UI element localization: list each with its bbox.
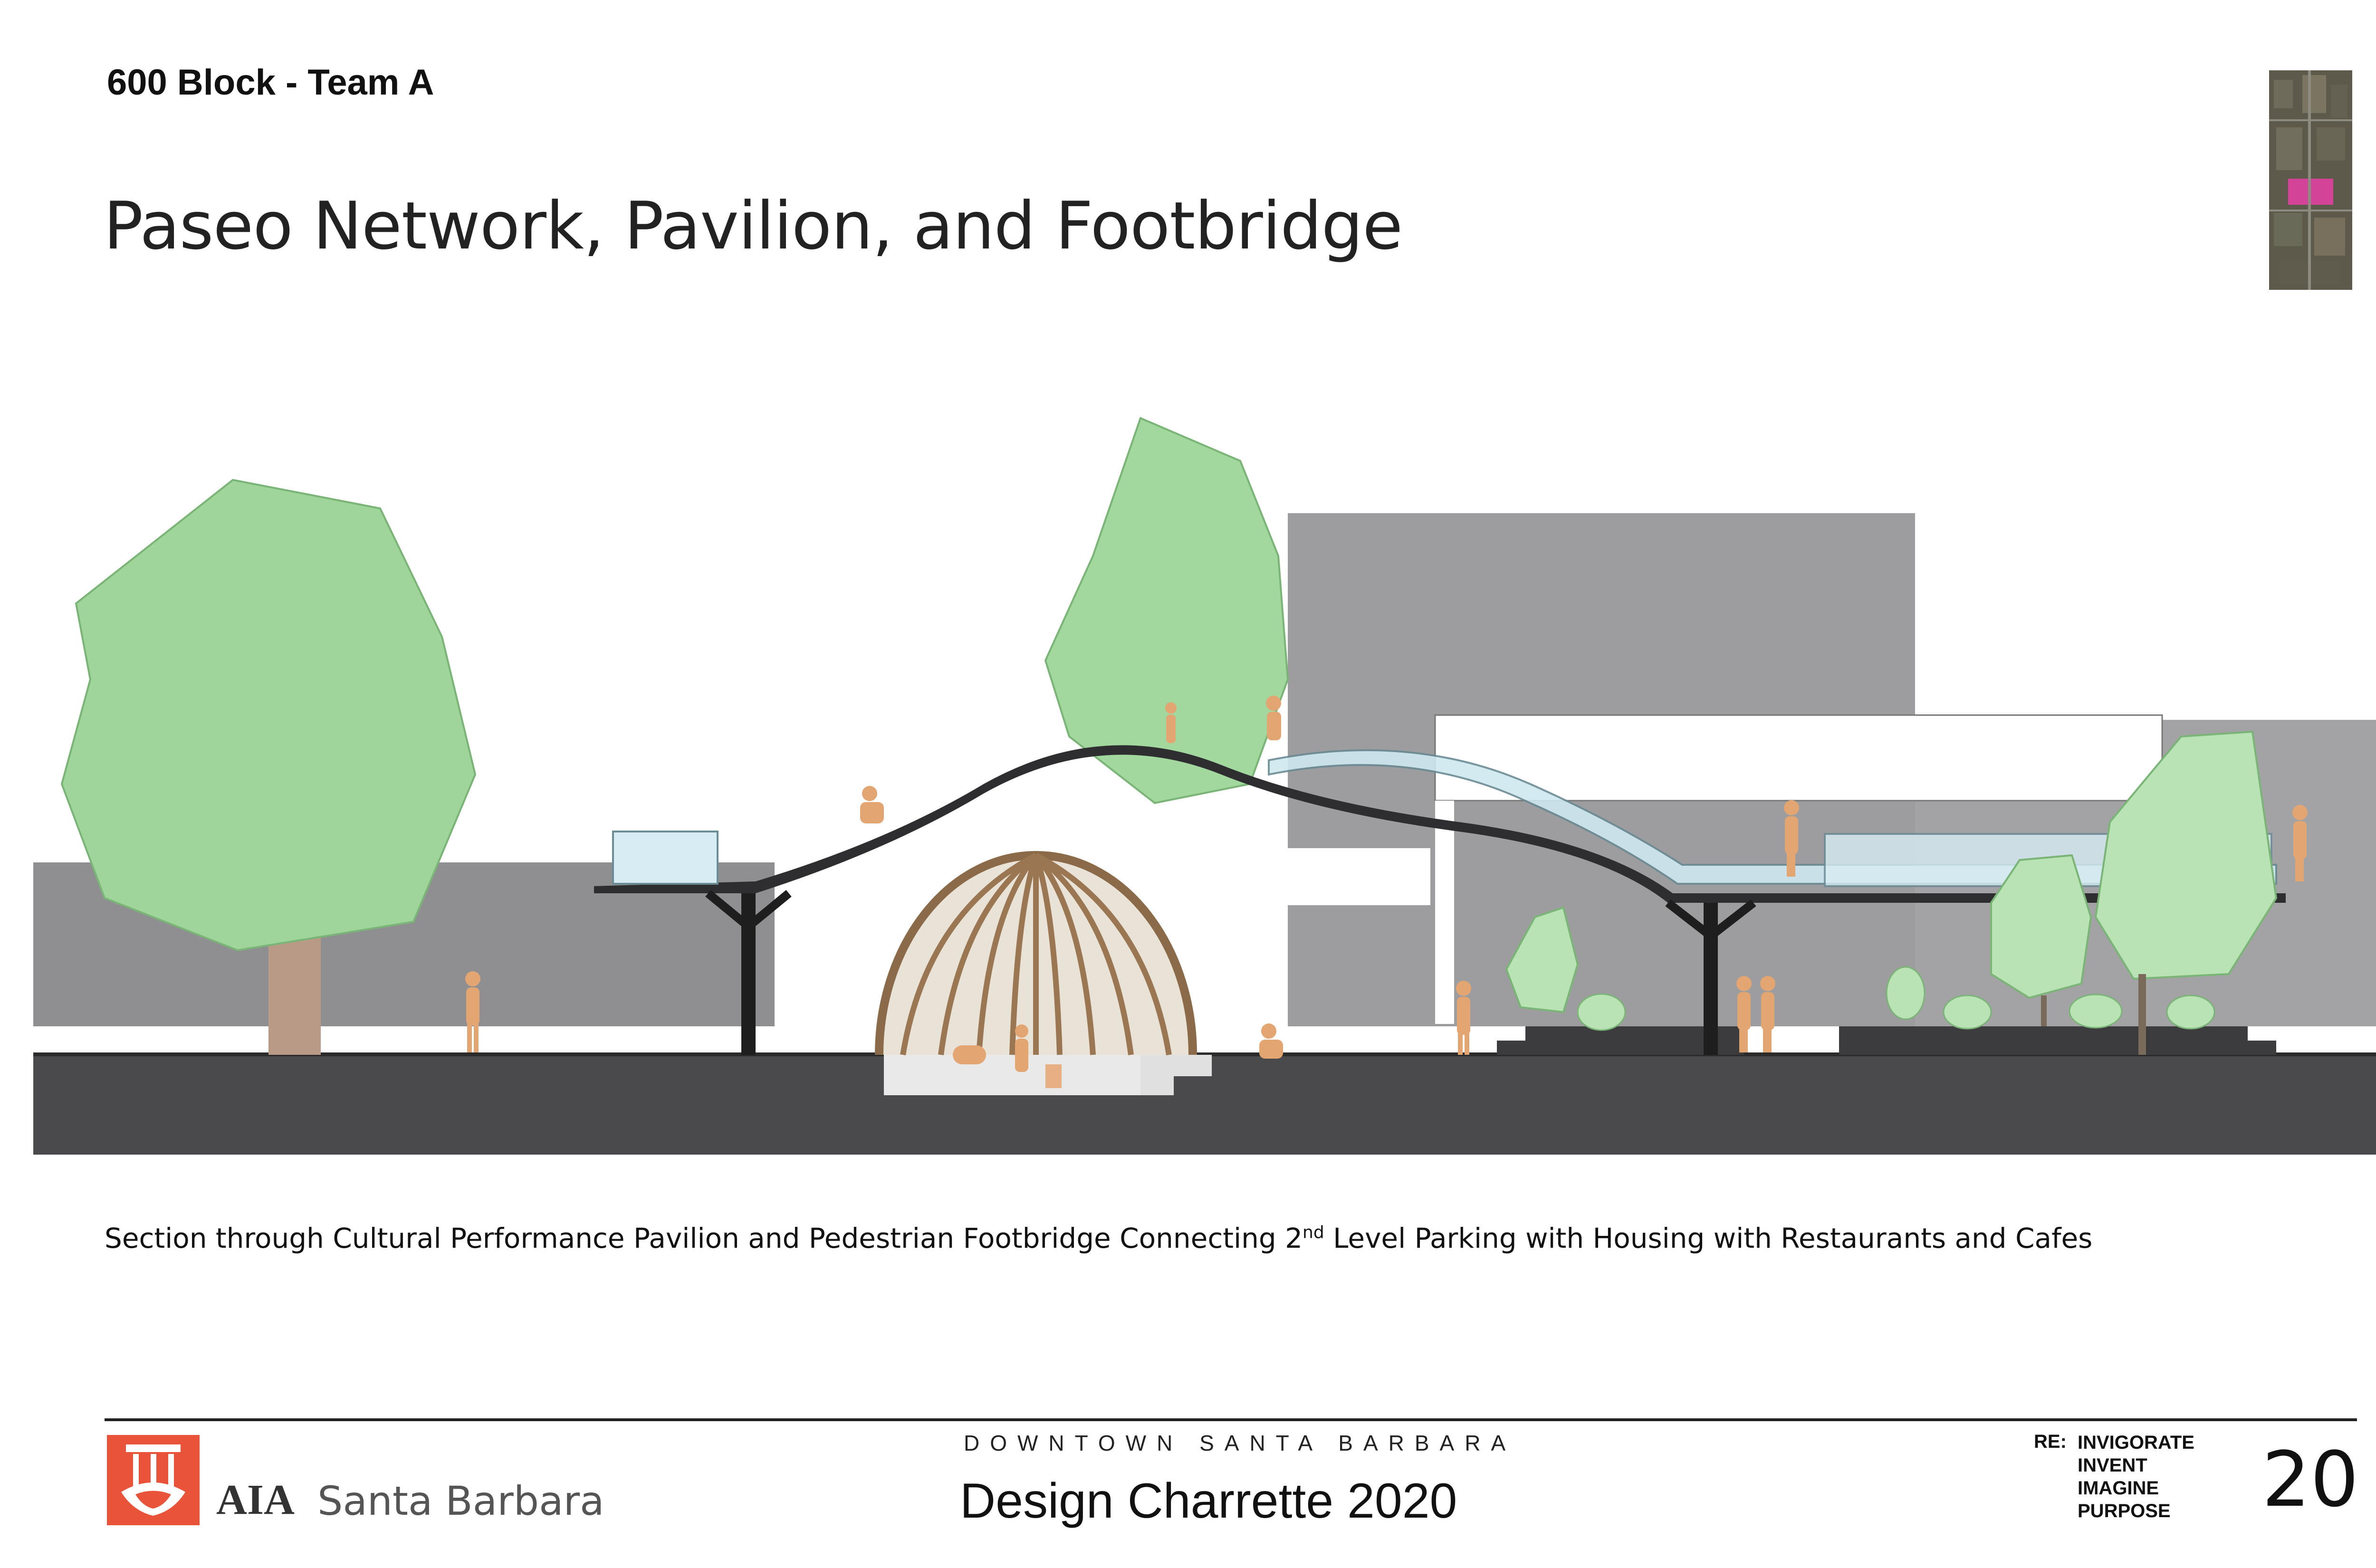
tree-right-tall <box>2094 730 2278 980</box>
downtown-label: DOWNTOWN SANTA BARBARA <box>964 1431 1516 1455</box>
re-item: INVIGORATE <box>2078 1432 2194 1453</box>
page-title: Paseo Network, Pavilion, and Footbridge <box>104 188 1403 264</box>
re-list: INVIGORATE INVENT IMAGINE PURPOSE <box>2078 1431 2194 1522</box>
tree-middle <box>1044 417 1289 804</box>
shrub-6 <box>2166 994 2215 1030</box>
shrub-5 <box>2069 994 2123 1029</box>
sunken-stage <box>884 1055 1140 1095</box>
shrub-4 <box>1943 994 1992 1030</box>
shrub-1 <box>1505 906 1579 1013</box>
tree-right-small <box>1990 854 2092 999</box>
aia-logo-icon <box>107 1435 200 1525</box>
white-opening <box>1288 848 1430 905</box>
aia-wordmark: AIA <box>216 1476 295 1523</box>
team-label: 600 Block - Team A <box>107 62 434 103</box>
aia-chapter-name: Santa Barbara <box>317 1478 604 1524</box>
re-label: RE: <box>2034 1431 2067 1452</box>
section-drawing <box>33 417 2376 1155</box>
footer-divider <box>105 1418 2357 1421</box>
re-item: PURPOSE <box>2078 1501 2171 1521</box>
tree-left <box>60 478 477 952</box>
white-housing-band <box>1434 714 2163 802</box>
shrub-3 <box>1886 966 1926 1020</box>
pavilion-dome <box>875 851 1197 1055</box>
page-number: 20 <box>2262 1435 2359 1524</box>
aerial-locator-map-icon <box>2269 70 2352 290</box>
event-title: Design Charrette 2020 <box>960 1473 1457 1529</box>
shrub-2 <box>1577 993 1626 1031</box>
people-figures <box>465 696 2308 1072</box>
re-item: IMAGINE <box>2078 1478 2159 1499</box>
section-caption: Section through Cultural Performance Pav… <box>105 1222 2093 1254</box>
re-item: INVENT <box>2078 1455 2147 1476</box>
footbridge <box>594 745 2286 1055</box>
